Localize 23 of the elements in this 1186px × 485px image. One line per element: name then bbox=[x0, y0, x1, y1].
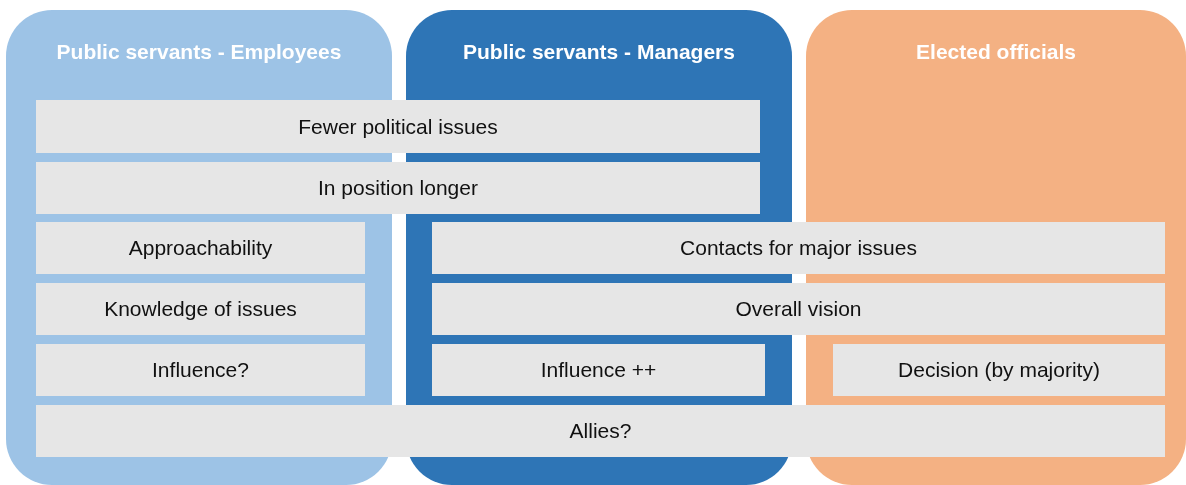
bar-box bbox=[432, 283, 1165, 335]
bar-box bbox=[36, 222, 365, 274]
bar-label: Decision (by majority) bbox=[898, 358, 1100, 382]
bar-label: Approachability bbox=[128, 236, 273, 260]
bar-box bbox=[36, 162, 760, 214]
bar-box bbox=[36, 283, 365, 335]
bar-label: Knowledge of issues bbox=[104, 297, 297, 321]
column-title: Public servants - Employees bbox=[55, 40, 343, 64]
bar-box bbox=[36, 344, 365, 396]
bar-box bbox=[833, 344, 1165, 396]
column-title: Elected officials bbox=[915, 40, 1077, 64]
bar-label: Allies? bbox=[569, 419, 632, 443]
bar-label: Influence ++ bbox=[540, 358, 657, 382]
bar-box bbox=[36, 100, 760, 153]
bar-box bbox=[432, 222, 1165, 274]
bar-label: Contacts for major issues bbox=[680, 236, 917, 260]
bar-box bbox=[36, 405, 1165, 457]
bar-label: Fewer political issues bbox=[298, 114, 498, 139]
bar-label: In position longer bbox=[318, 176, 478, 200]
bar-label: Influence? bbox=[152, 358, 249, 382]
bar-label: Overall vision bbox=[735, 297, 862, 321]
column-title: Public servants - Managers bbox=[462, 40, 736, 64]
bar-box bbox=[432, 344, 765, 396]
